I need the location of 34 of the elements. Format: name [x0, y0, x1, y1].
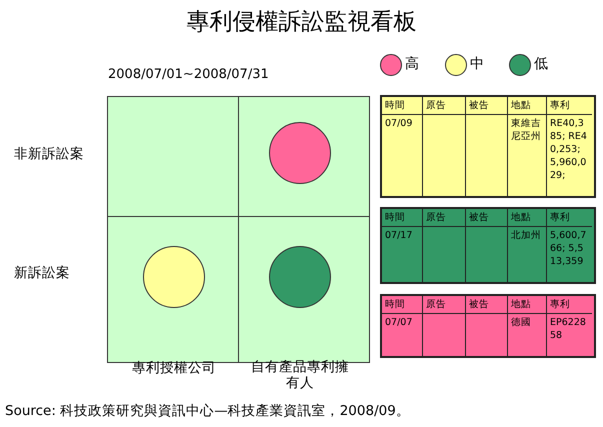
- header-text: 原告: [426, 299, 446, 310]
- row-label: 新訴訟案: [14, 264, 70, 282]
- header-text: 專利: [550, 299, 570, 310]
- header-text: 被告: [469, 212, 489, 223]
- legend-label: 低: [534, 55, 548, 73]
- location-text: 北加州: [511, 230, 541, 241]
- header-text: 專利: [550, 100, 570, 111]
- header-text: 時間: [385, 212, 405, 223]
- header-text: 地點: [511, 299, 531, 310]
- location-text: 東維吉尼亞州: [511, 118, 541, 142]
- header-text: 被告: [469, 100, 489, 111]
- header-text: 專利: [550, 212, 570, 223]
- header-text: 地點: [511, 212, 531, 223]
- header-text: 時間: [385, 299, 405, 310]
- legend-label: 中: [470, 55, 484, 73]
- source-note: Source: 科技政策研究與資訊中心—科技產業資訊室，2008/09。: [5, 402, 410, 420]
- header-text: 地點: [511, 100, 531, 111]
- header-text: 原告: [426, 100, 446, 111]
- date-text: 07/09: [385, 118, 412, 129]
- column-label: 自有產品專利擁有人: [250, 359, 350, 391]
- header-text: 原告: [426, 212, 446, 223]
- location-text: 德國: [511, 317, 531, 328]
- date-text: 07/07: [385, 317, 412, 328]
- column-label: 專利授權公司: [131, 359, 217, 377]
- row-label: 非新訴訟案: [14, 145, 84, 163]
- header-text: 時間: [385, 100, 405, 111]
- header-text: 被告: [469, 299, 489, 310]
- title: 專利侵權訴訟監視看板: [186, 8, 418, 37]
- patent-number: 5,600,766; 5,513,359: [550, 230, 586, 267]
- legend-label: 高: [405, 55, 419, 73]
- date-range: 2008/07/01~2008/07/31: [108, 67, 269, 82]
- date-text: 07/17: [385, 230, 412, 241]
- patent-number: RE40,385; RE40,253; 5,960,029;: [550, 118, 587, 181]
- patent-number: EP622858: [550, 317, 586, 341]
